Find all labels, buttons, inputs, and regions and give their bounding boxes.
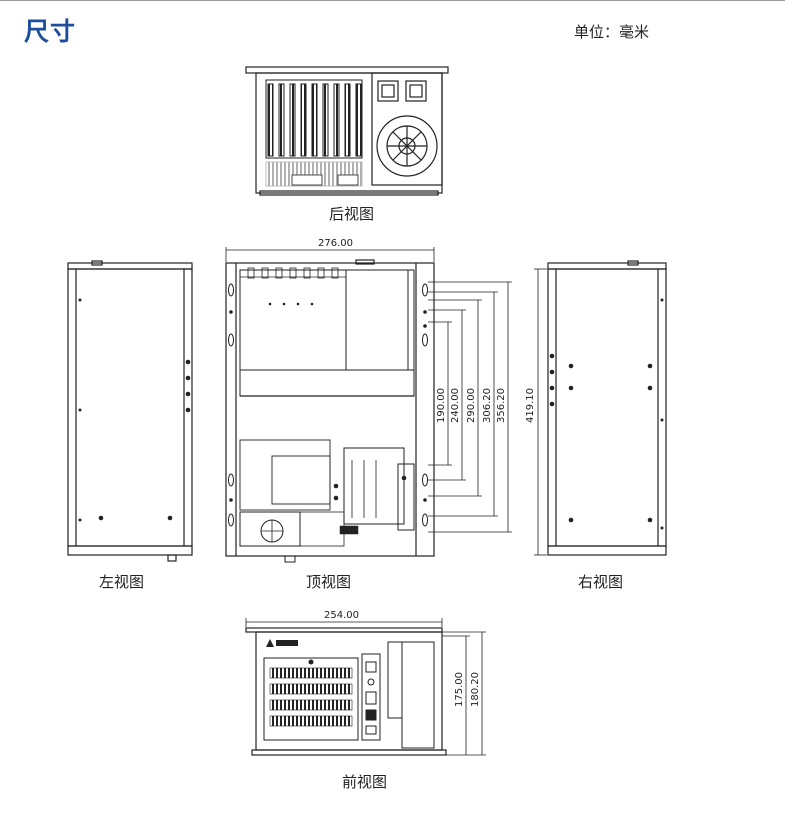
caption-left-view: 左视图: [99, 573, 145, 591]
dim-419: 419.10: [525, 388, 536, 423]
top-view: [225, 247, 512, 563]
rear-view: [245, 66, 449, 196]
right-height-dimension: [534, 268, 547, 556]
dim-front-width: 254.00: [324, 610, 359, 621]
dim-290: 290.00: [466, 388, 477, 423]
top-mounting-slots: [228, 283, 428, 527]
dim-190: 190.00: [436, 388, 447, 423]
rear-expansion-slots: [265, 79, 363, 159]
front-logo: [266, 639, 298, 647]
dim-356: 356.20: [496, 388, 507, 423]
page-title: 尺寸: [24, 17, 77, 46]
caption-front-view: 前视图: [342, 773, 388, 791]
dim-180: 180.20: [470, 672, 481, 707]
top-slot-brackets: [247, 267, 339, 279]
dim-175: 175.00: [454, 672, 465, 707]
top-vertical-dimensions: [428, 281, 512, 533]
front-height-dimensions: [442, 631, 486, 756]
left-panel-holes: [78, 298, 191, 522]
caption-top-view: 顶视图: [306, 573, 352, 591]
right-view: [534, 260, 667, 556]
front-view: [245, 618, 486, 756]
front-vent-grill: [269, 667, 353, 727]
left-view: [67, 260, 193, 562]
caption-right-view: 右视图: [578, 573, 624, 591]
dim-240: 240.00: [450, 388, 461, 423]
unit-label: 单位：毫米: [574, 23, 650, 41]
top-divider: [0, 0, 785, 1]
rear-io-panel: [265, 161, 363, 187]
top-width-dimension: [225, 247, 435, 262]
top-screw-holes: [229, 302, 427, 502]
dim-top-width: 276.00: [318, 238, 353, 249]
rear-power-supply: [371, 72, 443, 186]
right-panel-holes: [549, 298, 664, 530]
dim-306: 306.20: [482, 388, 493, 423]
front-width-dimension: [245, 618, 443, 627]
front-control-panel: [361, 653, 381, 741]
caption-rear-view: 后视图: [329, 205, 375, 223]
